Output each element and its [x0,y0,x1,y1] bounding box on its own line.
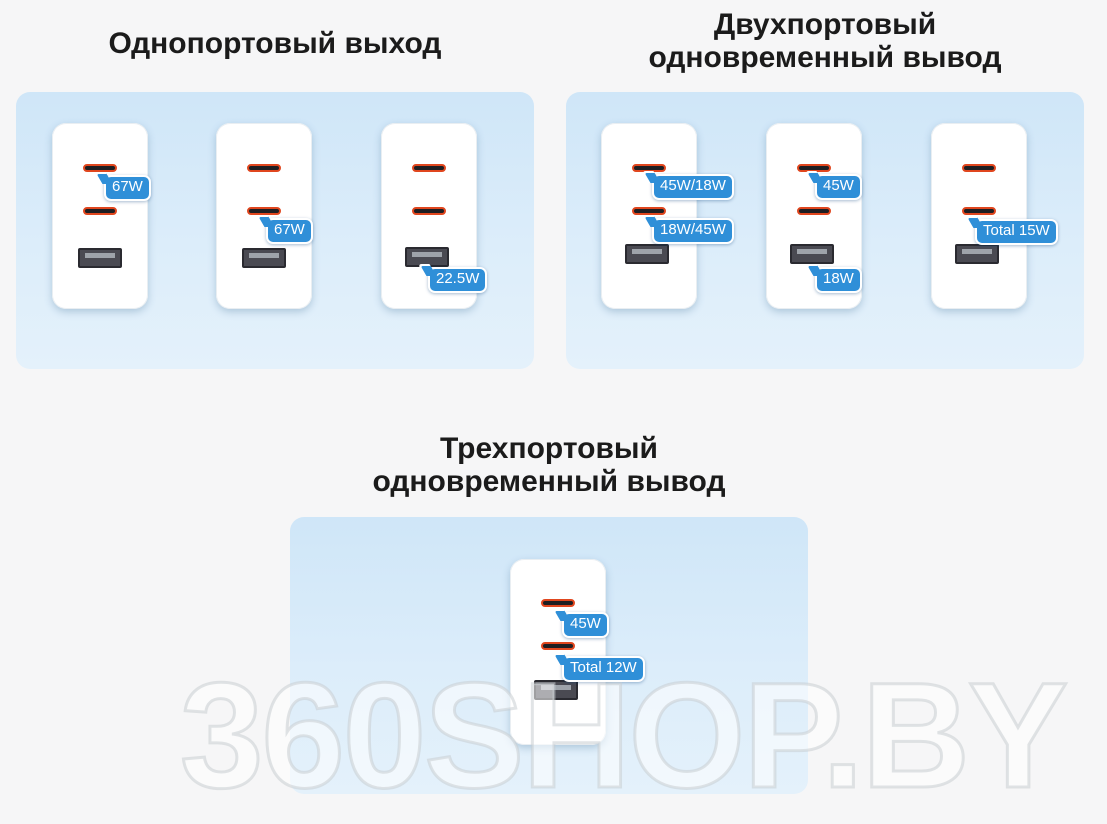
usb-a-port-icon [242,248,286,268]
usb-c-port-icon [412,207,446,215]
charger-triple [510,559,606,745]
usb-c-port-icon [962,164,996,172]
usb-a-port-icon [534,680,578,700]
usb-c-port-icon [247,207,281,215]
usb-c-port-icon [83,207,117,215]
usb-a-port-icon [955,244,999,264]
power-tag: 22.5W [428,267,488,293]
triple-port-title-line2: одновременный вывод [372,465,726,498]
power-tag: 18W/45W [652,218,734,244]
power-tag: Total 12W [562,656,645,682]
power-tag: 45W/18W [652,174,734,200]
usb-c-port-icon [412,164,446,172]
usb-a-port-icon [790,244,834,264]
dual-port-title-line1: Двухпортовый [713,8,937,41]
usb-c-port-icon [632,207,666,215]
charger-single-1 [52,123,148,309]
usb-c-port-icon [83,164,117,172]
power-tag: 67W [104,175,151,201]
usb-a-port-icon [78,248,122,268]
dual-port-title: Двухпортовый одновременный вывод [570,8,1080,74]
power-tag: 18W [815,267,862,293]
triple-port-title: Трехпортовый одновременный вывод [290,432,808,498]
triple-port-title-line1: Трехпортовый [440,432,658,465]
power-tag: 45W [562,612,609,638]
single-port-title: Однопортовый выход [20,27,530,60]
single-port-title-text: Однопортовый выход [108,27,442,60]
power-tag: 67W [266,218,313,244]
power-tag: 45W [815,174,862,200]
power-tag: Total 15W [975,219,1058,245]
usb-c-port-icon [962,207,996,215]
usb-c-port-icon [541,599,575,607]
usb-a-port-icon [625,244,669,264]
usb-c-port-icon [797,207,831,215]
charger-dual-3 [931,123,1027,309]
usb-c-port-icon [541,642,575,650]
dual-port-title-line2: одновременный вывод [648,41,1002,74]
usb-c-port-icon [247,164,281,172]
